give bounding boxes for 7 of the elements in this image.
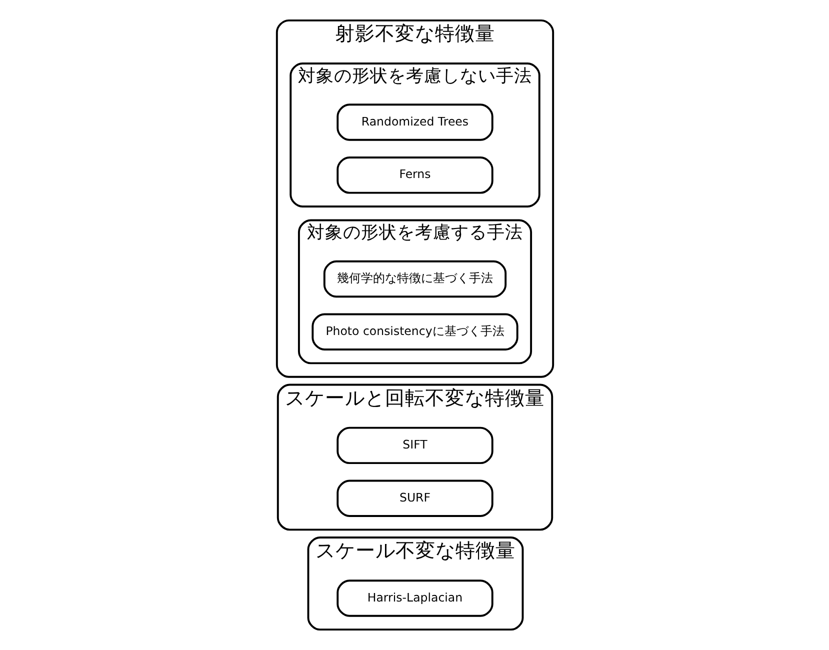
- node-box: Photo consistencyに基づく手法: [311, 313, 518, 350]
- node-box: 幾何学的な特徴に基づく手法: [322, 260, 506, 298]
- node-box: Randomized Trees: [336, 104, 493, 141]
- node-box: Harris-Laplacian: [336, 580, 493, 617]
- node-box: SURF: [336, 480, 493, 517]
- node-box: Ferns: [336, 156, 493, 194]
- node-box: SIFT: [336, 426, 493, 464]
